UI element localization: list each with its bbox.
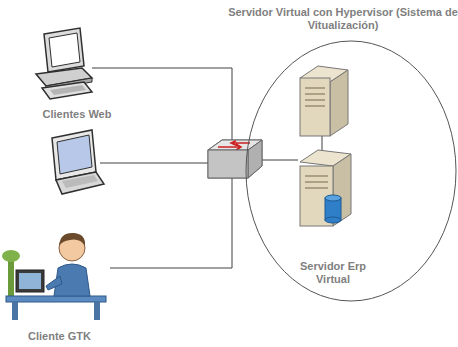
network-cable: [110, 176, 232, 268]
region-heading: Servidor Virtual con Hypervisor (Sistema…: [217, 6, 458, 32]
desktop-pc-icon: [22, 26, 132, 104]
web-client: Clientes Web: [22, 26, 132, 121]
user-at-desk-icon: [2, 226, 117, 322]
client-label: Cliente GTK: [2, 330, 117, 343]
database-server-icon: [285, 148, 381, 228]
laptop-icon: [52, 130, 104, 194]
erp-server: Servidor Erp Virtual: [285, 148, 381, 286]
network-cable: [92, 68, 232, 145]
gtk-client: Cliente GTK: [2, 226, 117, 343]
client-label: Clientes Web: [22, 108, 132, 121]
network-cable: [100, 163, 212, 164]
virtual-host-region: Servidor Virtual con Hypervisor (Sistema…: [245, 40, 457, 302]
server-tower: [300, 66, 348, 136]
network-switch: [208, 140, 262, 178]
network-cable: [260, 160, 298, 161]
server-label: Servidor Erp Virtual: [293, 260, 373, 286]
